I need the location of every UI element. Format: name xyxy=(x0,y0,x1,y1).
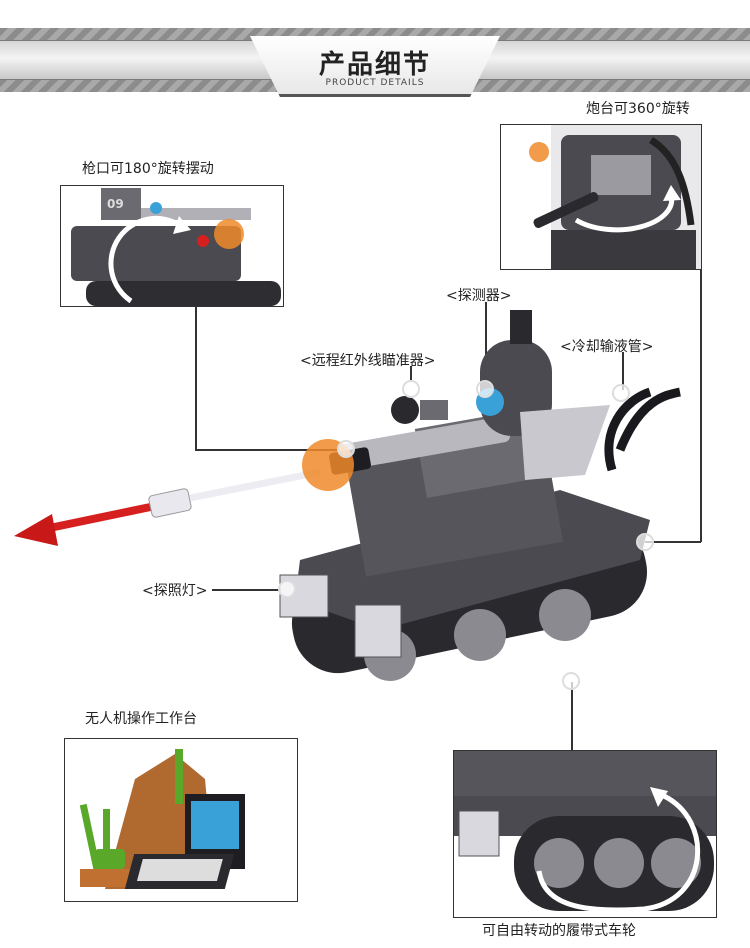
panel-tracks xyxy=(453,750,717,918)
label-ir-sight: <远程红外线瞄准器> xyxy=(300,353,436,369)
page-subtitle: PRODUCT DETAILS xyxy=(325,78,425,88)
missile-shaft xyxy=(39,501,161,534)
dot-detector xyxy=(476,380,494,398)
panel-drone-station xyxy=(64,738,298,902)
dot-coolant xyxy=(612,384,630,402)
dot-searchlight xyxy=(278,580,296,598)
leader-gun-horizontal xyxy=(195,449,345,451)
gun-detail-image: 09 xyxy=(71,188,281,306)
panel-gun-swing: 09 xyxy=(60,185,284,307)
leader-tracks xyxy=(571,682,573,750)
coolant-pipe xyxy=(615,387,681,452)
tracks-detail-image xyxy=(454,751,716,913)
dot-gun xyxy=(337,440,355,458)
missile-tip xyxy=(14,514,58,546)
dot-tracks xyxy=(562,672,580,690)
tank-hull xyxy=(295,490,650,630)
tank-barrel xyxy=(339,416,511,470)
leader-turret-horizontal xyxy=(645,541,701,543)
leader-turret-vertical xyxy=(700,268,702,542)
dot-ir-sight xyxy=(402,380,420,398)
page-title: 产品细节 xyxy=(318,50,431,80)
tank-main-image xyxy=(14,310,681,681)
label-tracks: 可自由转动的履带式车轮 xyxy=(482,923,636,939)
label-detector: <探测器> xyxy=(446,288,512,304)
leader-ir-sight xyxy=(410,366,412,380)
turret-number: 09 xyxy=(107,197,124,211)
label-coolant-pipe: <冷却输液管> xyxy=(560,339,654,355)
leader-coolant xyxy=(622,352,624,390)
label-drone-station: 无人机操作工作台 xyxy=(85,711,197,727)
searchlight-right xyxy=(354,604,402,658)
drone-station-image xyxy=(79,749,245,889)
leader-detector xyxy=(485,302,487,387)
leader-gun-vertical xyxy=(195,305,197,450)
panel-turret-rotation xyxy=(500,124,702,270)
leader-searchlight xyxy=(212,589,284,591)
label-searchlight: <探照灯> xyxy=(142,583,208,599)
turret-detail-image xyxy=(529,125,701,269)
header-plate xyxy=(250,36,500,97)
label-gun-swing: 枪口可180°旋转摆动 xyxy=(82,161,214,177)
label-turret-rotation: 炮台可360°旋转 xyxy=(586,101,690,117)
ir-sight xyxy=(391,396,419,424)
dot-turret xyxy=(636,533,654,551)
